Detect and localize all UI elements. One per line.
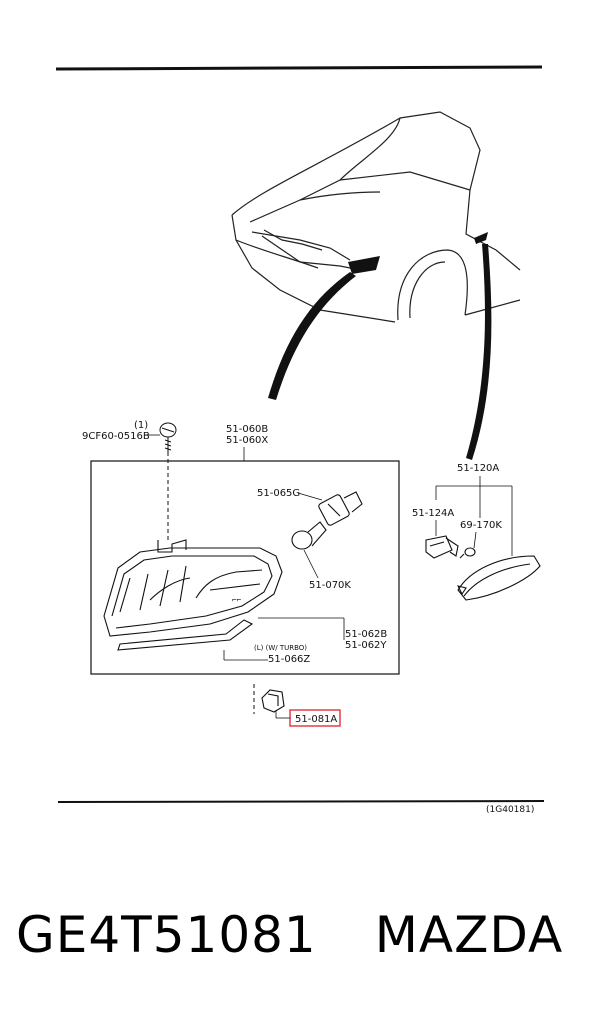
bulb-leader [303,549,319,579]
bulb-label: 51-070K [309,580,351,591]
lamp-assy-label-2: 51-060X [226,435,268,446]
screw-qty-label: (1) [134,420,148,431]
top-rule [55,65,543,71]
side-lamp-lens-icon [456,555,541,601]
brand-name: MAZDA [374,906,564,964]
side-socket-label: 51-124A [412,508,454,519]
gasket-label-3: 51-066Z [268,654,310,665]
side-socket-icon [425,535,459,559]
diagram-ref-code: (1G40181) [486,805,534,815]
clip-icon [261,689,285,713]
gasket-label-1: 51-062B [345,629,387,640]
side-bulb-label: 69-170K [460,520,502,531]
socket-leader [297,492,323,501]
car-front-lamp-mark [348,256,380,274]
bottom-rule [57,800,545,803]
car-outline [231,111,521,323]
part-number: GE4T51081 [16,906,317,964]
side-lamp-label: 51-120A [457,463,499,474]
part-caption: GE4T51081 MAZDA [16,900,596,970]
svg-text:⌐⌐: ⌐⌐ [232,595,242,604]
bulb-icon [291,521,327,550]
assembly-frame [90,460,400,675]
side-bulb-icon [459,547,476,559]
leader-to-lamp-assy [268,272,356,400]
lamp-assy-label-1: 51-060B [226,424,268,435]
gasket-strip [117,619,254,651]
car-side-lamp-mark [474,232,488,244]
gasket-note: (L) (W/ TURBO) [254,644,307,652]
gasket-label-2: 51-062Y [345,640,387,651]
socket-label: 51-065G [257,488,300,499]
corner-lamp-drawing: ⌐⌐ [103,539,283,637]
socket-icon [318,491,363,526]
side-bulb-leader [473,531,477,549]
leader-to-side-lamp [466,244,492,460]
screw-part-label: 9CF60-0516B [82,431,150,442]
clip-highlight-box [289,709,341,727]
clip-label: 51-081A [295,714,337,725]
screw-icon [159,422,177,452]
